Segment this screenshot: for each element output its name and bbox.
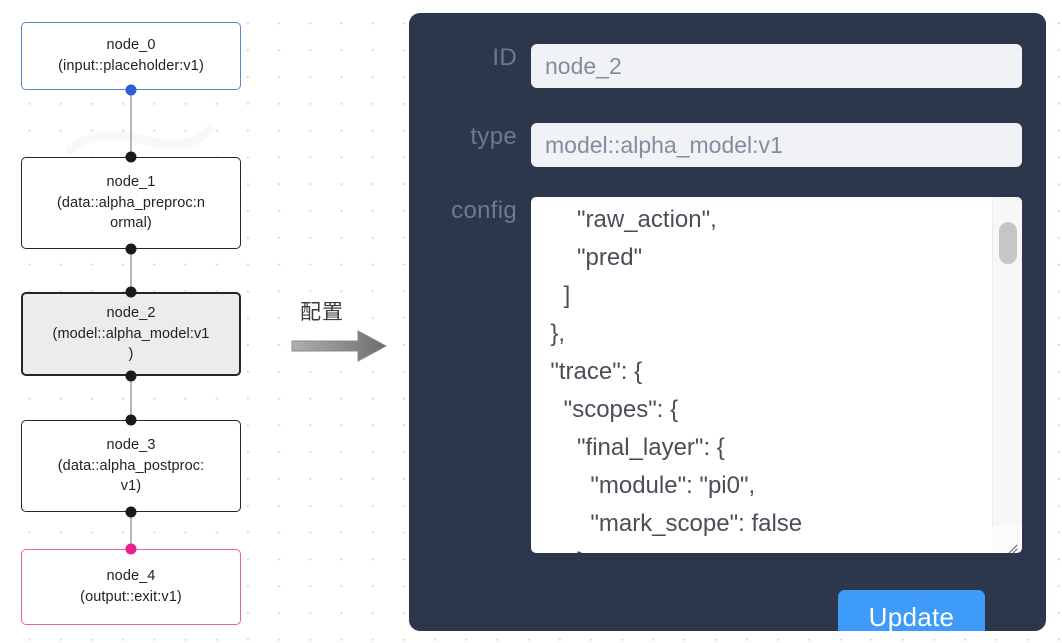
inspector-row-config: config "raw_action", "pred" ] }, "trace"… — [427, 197, 1022, 553]
edge-node0-node1 — [130, 89, 132, 157]
graph-node-label: node_1 (data::alpha_preproc:n ormal) — [56, 174, 206, 232]
config-resize-handle-icon[interactable] — [993, 526, 1021, 552]
port-node_0-output[interactable] — [125, 84, 137, 96]
edge-node1-node2 — [130, 248, 132, 293]
transition-arrow-group: 配置 — [290, 296, 400, 366]
graph-node-node_4[interactable]: node_4 (output::exit:v1) — [21, 549, 241, 625]
edge-node2-node3 — [130, 375, 132, 420]
graph-node-label: node_4 (output::exit:v1) — [80, 568, 182, 605]
graph-node-label: node_0 (input::placeholder:v1) — [58, 37, 204, 74]
port-node_1-input[interactable] — [125, 151, 137, 163]
id-input[interactable] — [531, 44, 1022, 88]
graph-node-node_3[interactable]: node_3 (data::alpha_postproc: v1) — [21, 420, 241, 512]
node-inspector-panel: ID type config "raw_action", "pred" ] },… — [409, 13, 1046, 631]
id-field-label: ID — [492, 44, 517, 71]
type-field-label: type — [470, 123, 517, 150]
graph-node-node_0[interactable]: node_0 (input::placeholder:v1) — [21, 22, 241, 90]
right-arrow-icon — [291, 330, 388, 362]
edge-node3-node4 — [130, 511, 132, 549]
config-field-label: config — [451, 197, 517, 224]
port-node_2-output[interactable] — [125, 370, 137, 382]
port-node_4-input[interactable] — [125, 543, 137, 555]
port-node_3-output[interactable] — [125, 506, 137, 518]
graph-node-label: node_3 (data::alpha_postproc: v1) — [57, 437, 205, 495]
config-textarea[interactable]: "raw_action", "pred" ] }, "trace": { "sc… — [531, 197, 993, 553]
config-textarea-wrapper: "raw_action", "pred" ] }, "trace": { "sc… — [531, 197, 1022, 553]
transition-label: 配置 — [300, 300, 344, 324]
config-scrollbar[interactable] — [992, 197, 1022, 527]
graph-node-label: node_2 (model::alpha_model:v1 ) — [52, 305, 210, 363]
config-scrollbar-thumb[interactable] — [999, 222, 1017, 264]
inspector-row-id: ID — [427, 44, 1022, 88]
update-button[interactable]: Update — [838, 590, 985, 631]
graph-node-node_1[interactable]: node_1 (data::alpha_preproc:n ormal) — [21, 157, 241, 249]
inspector-row-type: type — [427, 123, 1022, 167]
graph-node-node_2[interactable]: node_2 (model::alpha_model:v1 ) — [21, 292, 241, 376]
type-input[interactable] — [531, 123, 1022, 167]
port-node_3-input[interactable] — [125, 414, 137, 426]
port-node_2-input[interactable] — [125, 286, 137, 298]
port-node_1-output[interactable] — [125, 243, 137, 255]
